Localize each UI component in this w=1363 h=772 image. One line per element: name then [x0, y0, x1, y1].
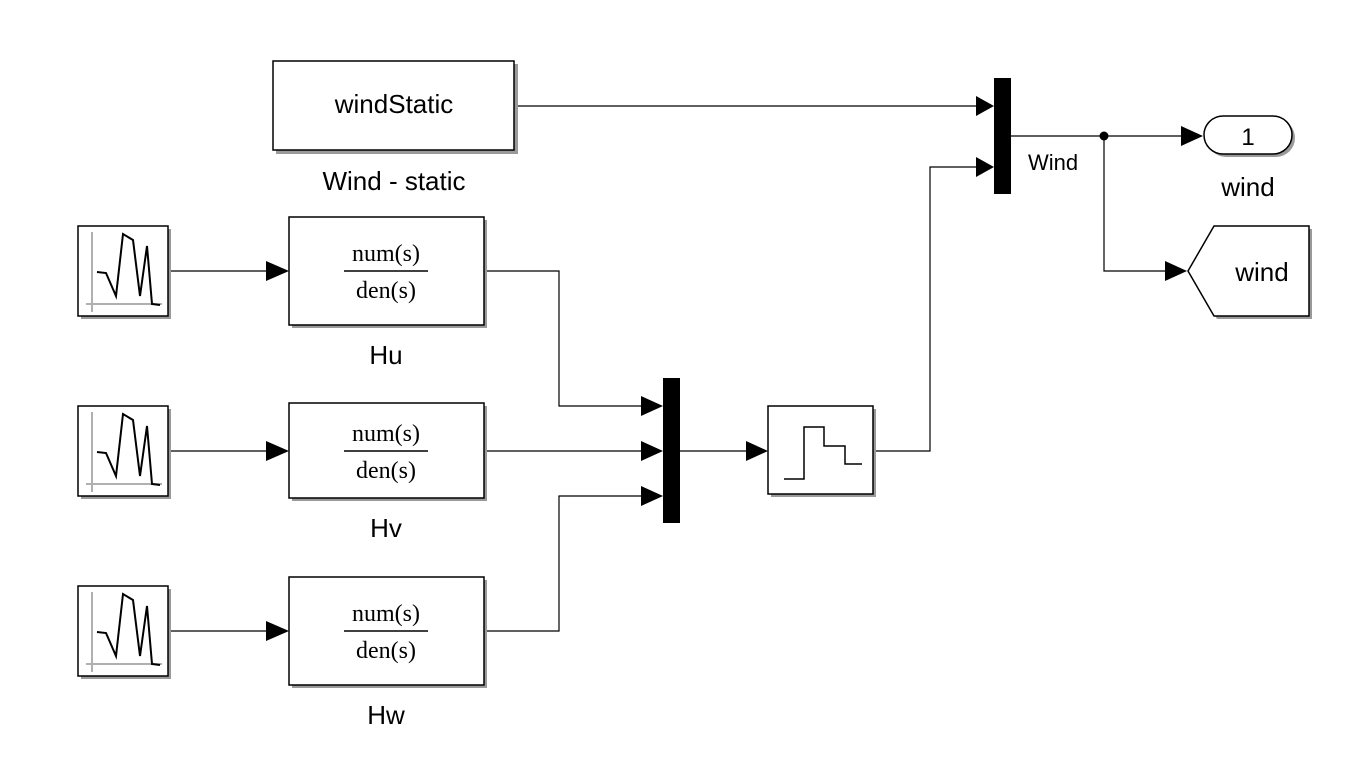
- hu-caption: Hu: [369, 340, 402, 370]
- wind-mux-caption: Wind: [1028, 150, 1078, 175]
- denominator: den(s): [356, 278, 416, 304]
- wire-zoh-to-windmux[interactable]: [874, 166, 976, 452]
- transfer-fcn-hv[interactable]: num(s) den(s): [288, 402, 487, 501]
- arrowheads: [266, 96, 1203, 641]
- arrow-hu-in: [266, 261, 289, 281]
- transfer-fcn-hw[interactable]: num(s) den(s): [288, 576, 487, 688]
- noise-icon: [86, 232, 162, 312]
- wire-branch-to-goto[interactable]: [1103, 136, 1168, 272]
- outport-number: 1: [1241, 124, 1254, 151]
- mux-block[interactable]: [663, 378, 680, 523]
- arrow-mux-in1: [641, 396, 663, 416]
- noise-source-u[interactable]: [77, 225, 171, 319]
- wire-hw-to-mux[interactable]: [484, 495, 644, 632]
- transfer-fcn-hu[interactable]: num(s) den(s): [288, 216, 487, 328]
- arrow-hv-in: [266, 441, 289, 461]
- noise-source-v[interactable]: [77, 405, 171, 499]
- arrow-zoh-in: [976, 157, 994, 177]
- arrow-hw-in: [266, 621, 289, 641]
- outport-caption: wind: [1220, 172, 1274, 202]
- noise-icon: [86, 592, 162, 672]
- wire-hu-to-mux[interactable]: [484, 270, 644, 407]
- wind-static-block[interactable]: windStatic: [272, 60, 518, 154]
- goto-block[interactable]: wind: [1187, 225, 1312, 319]
- denominator: den(s): [356, 458, 416, 484]
- numerator: num(s): [352, 421, 420, 447]
- branch-point: [1099, 131, 1109, 141]
- denominator: den(s): [356, 638, 416, 664]
- arrow-windstatic: [976, 96, 994, 116]
- numerator: num(s): [352, 601, 420, 627]
- numerator: num(s): [352, 241, 420, 267]
- arrow-mux-in2: [641, 441, 663, 461]
- wind-static-caption: Wind - static: [322, 166, 465, 196]
- arrow-goto-in: [1165, 261, 1187, 281]
- noise-icon: [86, 412, 162, 492]
- wind-mux-block[interactable]: [994, 78, 1011, 194]
- wind-static-label: windStatic: [334, 89, 454, 119]
- arrow-zoh-input: [746, 441, 768, 461]
- noise-source-w[interactable]: [77, 585, 171, 679]
- arrow-mux-in3: [641, 486, 663, 506]
- outport-block[interactable]: 1: [1203, 115, 1295, 157]
- hv-caption: Hv: [370, 513, 402, 543]
- zero-order-hold-block[interactable]: [767, 405, 876, 497]
- zero-order-hold-icon: [784, 426, 862, 480]
- signal-lines: [170, 105, 1185, 632]
- arrow-outport-in: [1181, 126, 1203, 146]
- goto-tag: wind: [1234, 257, 1288, 287]
- hw-caption: Hw: [367, 700, 405, 730]
